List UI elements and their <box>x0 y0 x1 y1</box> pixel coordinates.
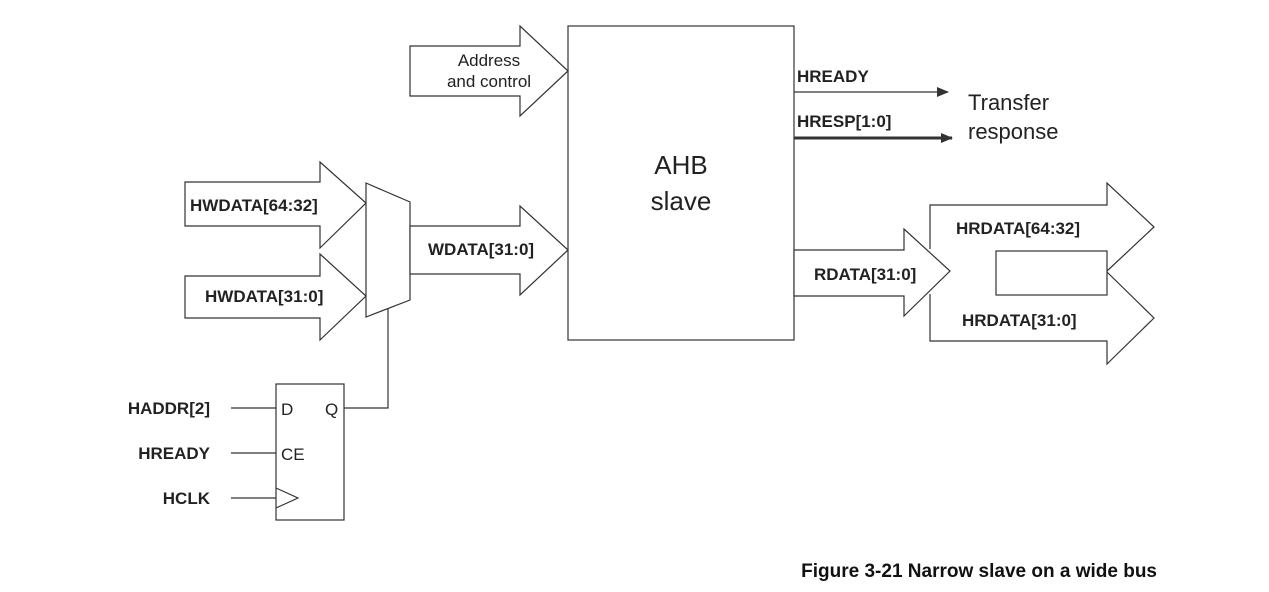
hclk-input-label: HCLK <box>163 489 211 508</box>
rdata-arrow <box>793 227 951 318</box>
figure-caption: Figure 3-21 Narrow slave on a wide bus <box>801 561 1157 582</box>
flipflop-pin-d: D <box>281 400 293 419</box>
slave-label-line1: AHB <box>654 150 707 180</box>
address-control-arrow <box>409 24 569 118</box>
hwdata-high-arrow <box>184 160 367 250</box>
hresp-output-label: HRESP[1:0] <box>797 112 891 131</box>
hrdata-low-label: HRDATA[31:0] <box>962 311 1077 330</box>
hrdata-high-arrow <box>929 181 1155 272</box>
rdata-label: RDATA[31:0] <box>814 265 916 284</box>
haddr-input-label: HADDR[2] <box>128 399 210 418</box>
transfer-response-label-line2: response <box>968 119 1059 144</box>
hready-output-label: HREADY <box>797 67 869 86</box>
address-control-label-line2: and control <box>447 72 531 91</box>
wdata-label: WDATA[31:0] <box>428 240 534 259</box>
address-control-label-line1: Address <box>458 51 520 70</box>
flipflop-pin-q: Q <box>325 400 338 419</box>
hwdata-low-label: HWDATA[31:0] <box>205 287 323 306</box>
hwdata-low-arrow <box>184 252 367 342</box>
ahb-slave-block <box>567 25 795 341</box>
flipflop-clock-icon <box>275 487 300 509</box>
hready-input-label: HREADY <box>138 444 210 463</box>
write-mux <box>365 182 411 318</box>
transfer-response-label-line1: Transfer <box>968 90 1049 115</box>
slave-label-line2: slave <box>651 186 712 216</box>
mux-select-wire <box>344 309 389 409</box>
hwdata-high-label: HWDATA[64:32] <box>190 196 318 215</box>
address-flipflop <box>275 383 345 521</box>
hrdata-inner-box <box>995 250 1108 296</box>
flipflop-pin-ce: CE <box>281 445 305 464</box>
hrdata-high-label: HRDATA[64:32] <box>956 219 1080 238</box>
wdata-arrow <box>409 204 569 297</box>
